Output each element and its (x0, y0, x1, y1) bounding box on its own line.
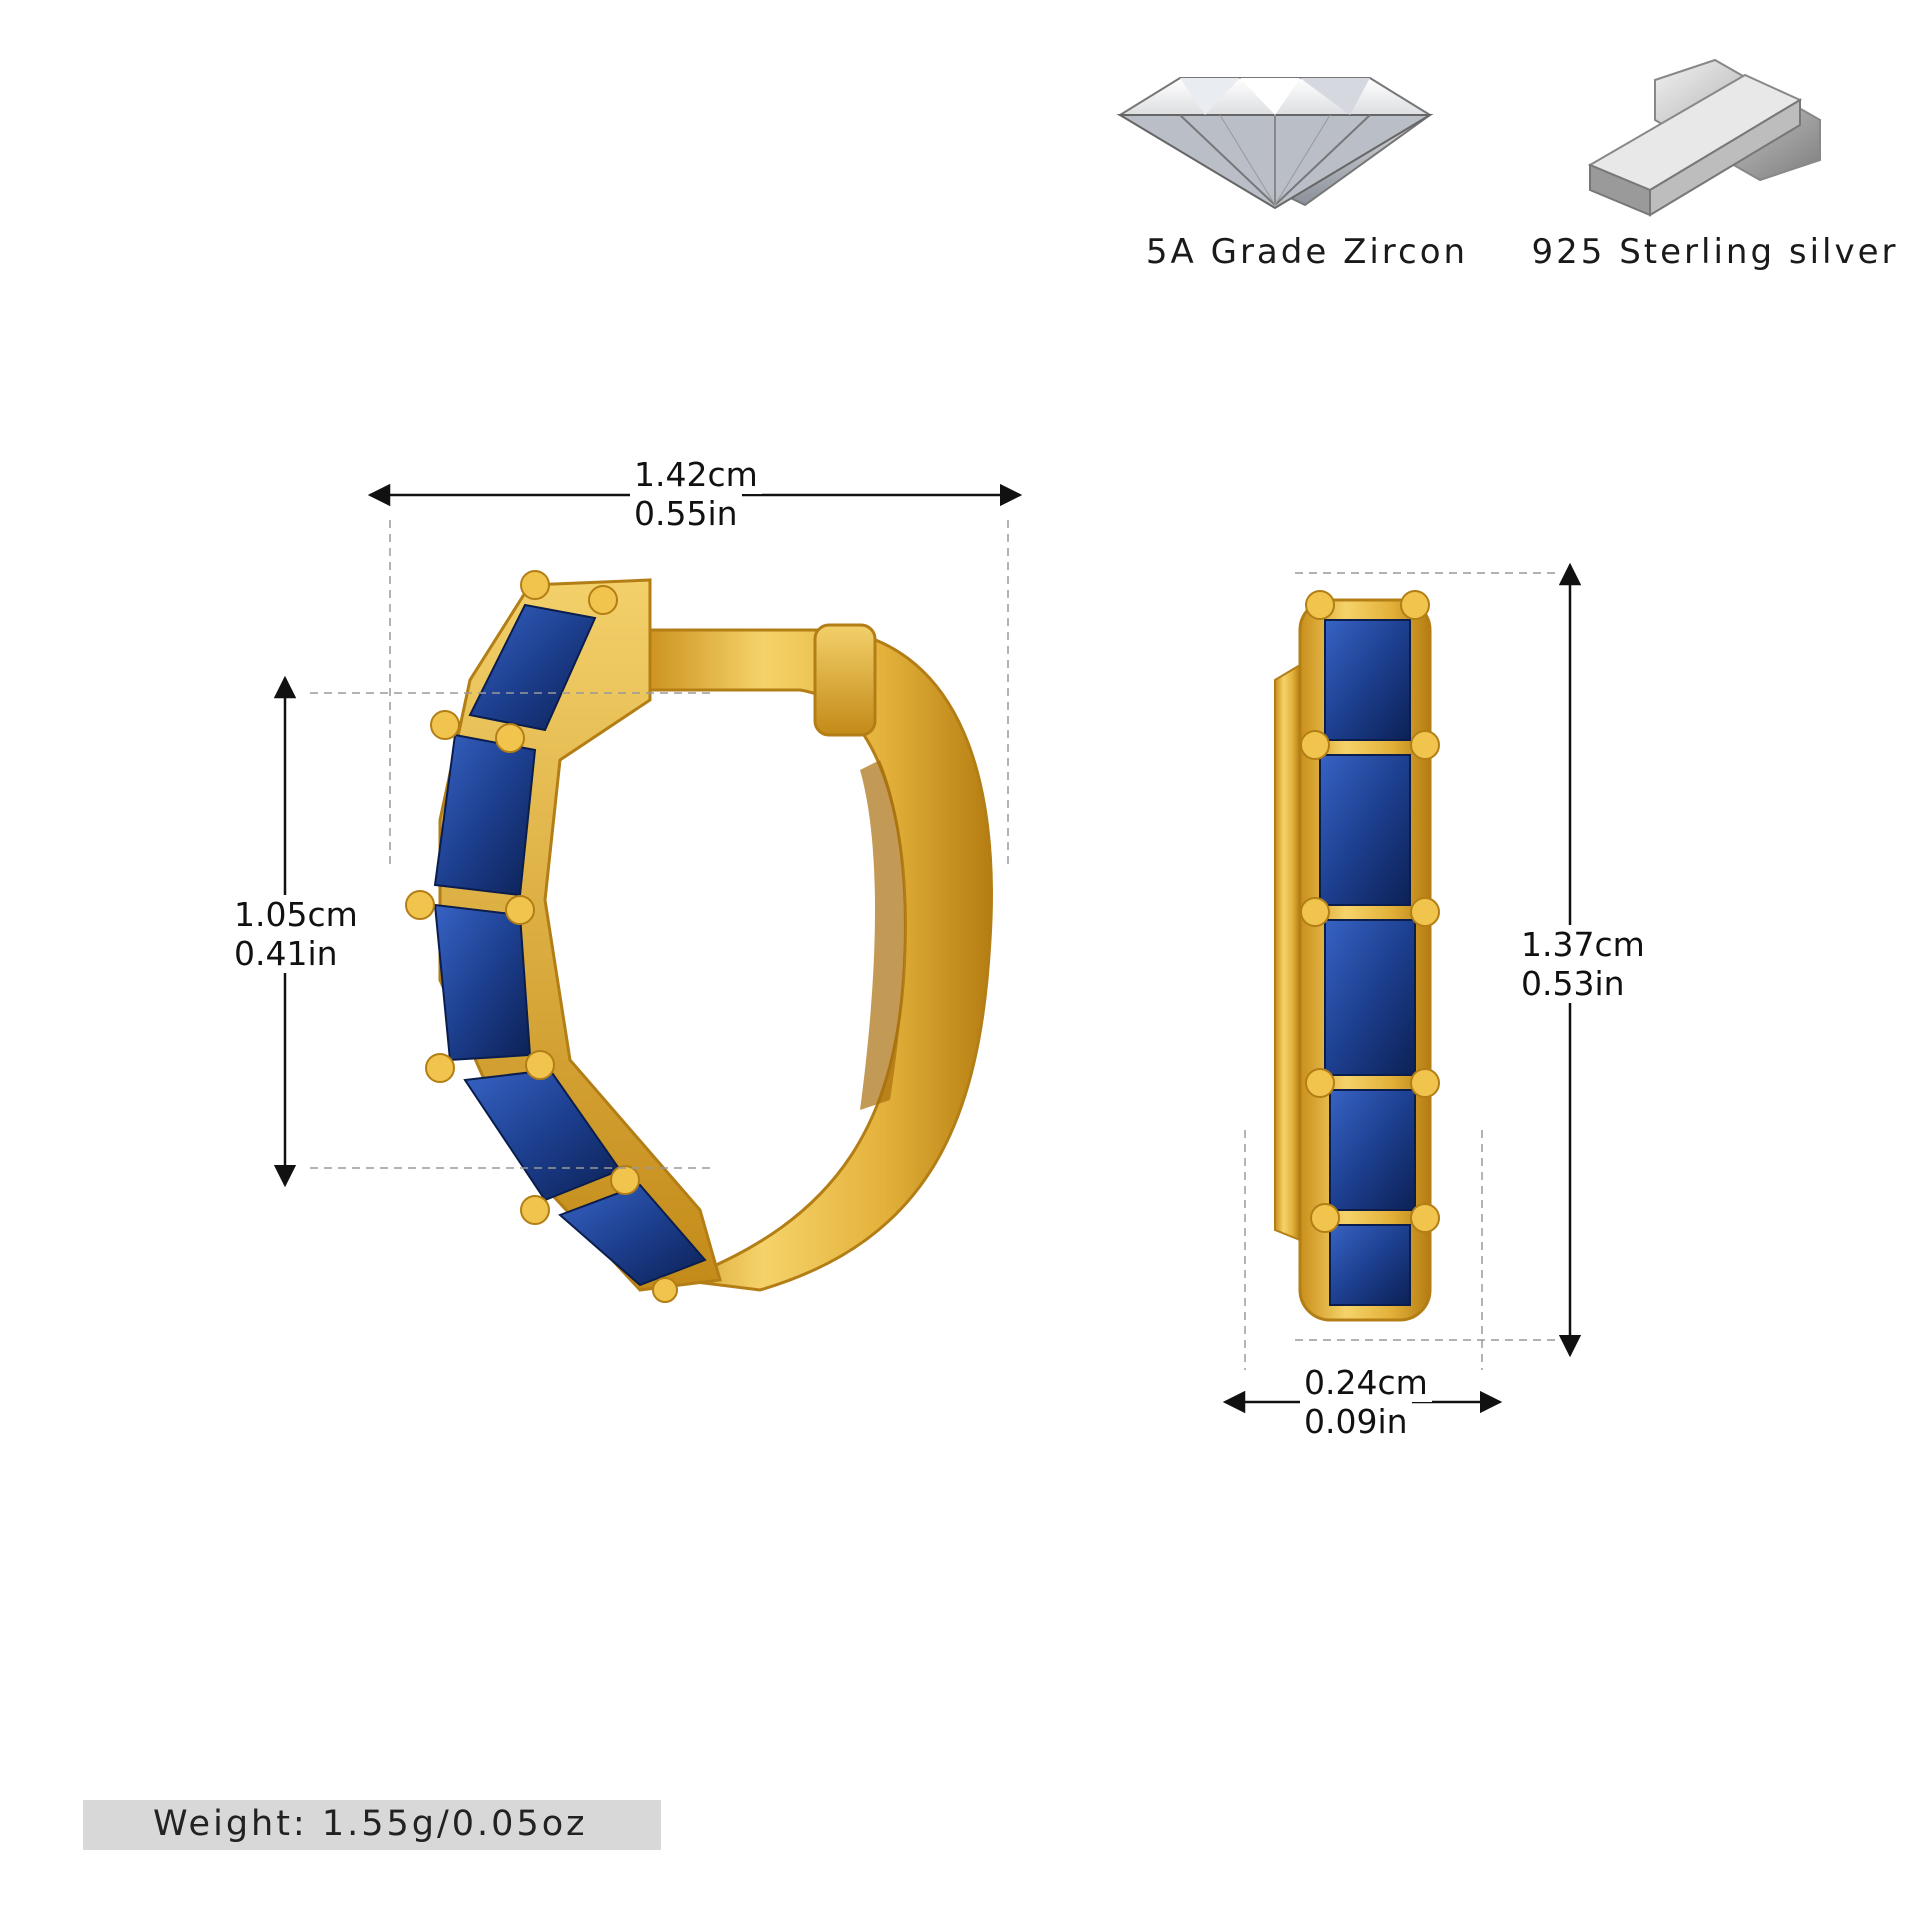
weight-banner: Weight: 1.55g/0.05oz (83, 1800, 661, 1850)
dimension-guides (310, 520, 1560, 1370)
feature-label-silver: 925 Sterling silver (1531, 232, 1899, 272)
front-height-in: 0.41in (230, 934, 342, 973)
side-width-in: 0.09in (1300, 1402, 1412, 1441)
side-width-cm: 0.24cm (1300, 1363, 1432, 1402)
front-view-earring (405, 570, 993, 1303)
side-height-cm: 1.37cm (1517, 925, 1649, 964)
side-view-earring (1274, 590, 1440, 1322)
silver-bar-icon (1587, 58, 1821, 217)
weight-label: Weight: 1.55g/0.05oz (153, 1804, 588, 1844)
front-height-cm: 1.05cm (230, 895, 362, 934)
feature-label-zircon: 5A Grade Zircon (1145, 232, 1469, 272)
side-height-in: 0.53in (1517, 964, 1629, 1003)
diamond-icon (1116, 77, 1434, 210)
front-width-in: 0.55in (630, 494, 742, 533)
front-width-cm: 1.42cm (630, 455, 762, 494)
